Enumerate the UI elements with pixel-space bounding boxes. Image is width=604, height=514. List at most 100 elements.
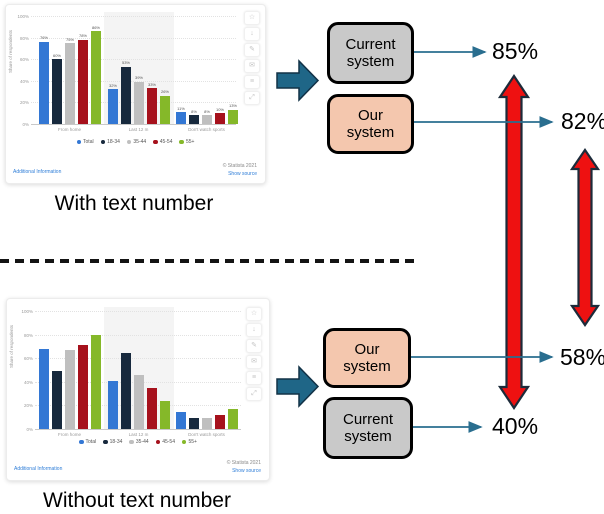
bar-18-34 [189, 418, 199, 429]
dashed-separator [0, 259, 414, 263]
y-tick-label: 0% [26, 427, 33, 432]
bar-35-44 [65, 43, 75, 124]
legend-item-45-54[interactable]: 45-54 [153, 139, 172, 145]
x-category-label: Last 12 m [128, 127, 149, 132]
y-tick-label: 80% [19, 35, 29, 41]
bar-value-label: 75% [65, 36, 74, 42]
additional-information-link[interactable]: Additional Information [13, 169, 62, 175]
show-source-link[interactable]: Show source [232, 468, 261, 474]
legend-item-Total[interactable]: Total [76, 139, 94, 145]
additional-information-link[interactable]: Additional Information [14, 466, 63, 472]
box-label-line: system [343, 358, 391, 375]
x-category-label: From home [57, 127, 81, 132]
toolbar-button[interactable]: ☆ [244, 11, 260, 25]
plot-area: 100%80%60%40%20%0%76%32%11%60%53%8%75%39… [17, 12, 238, 132]
bar-45-54 [147, 387, 157, 429]
download-icon: ↓ [252, 326, 256, 333]
toolbar-button[interactable]: ↓ [246, 323, 262, 337]
y-tick-label: 60% [23, 356, 33, 362]
y-tick-label: 100% [21, 309, 33, 314]
bar-Total [176, 112, 186, 124]
expand-icon: ⤢ [249, 94, 255, 101]
toolbar-button[interactable]: ☆ [246, 307, 262, 321]
edit-icon: ✎ [249, 46, 255, 53]
bar-Total [176, 412, 186, 429]
bar-35-44 [65, 349, 75, 429]
copyright-label: © Statista 2021 [222, 163, 257, 169]
bar-55+ [228, 109, 238, 124]
legend-item-Total[interactable]: Total [79, 439, 96, 445]
bar-35-44 [202, 418, 212, 429]
current-system-box-top: Current system [327, 22, 414, 84]
toolbar-button[interactable]: ⤢ [244, 91, 260, 105]
legend-item-55+[interactable]: 55+ [181, 439, 197, 445]
box-label-line: Our [357, 106, 383, 124]
block-arrow-top-icon [276, 59, 320, 102]
chart-footer: © Statista 2021 Show source [227, 460, 261, 474]
legend-dot-icon [179, 139, 184, 145]
toolbar-button[interactable]: ✎ [244, 43, 260, 57]
bar-value-label: 10% [215, 106, 224, 112]
chart-screenshot-without-numbers: Share of respondents 100%80%60%40%20%0%F… [6, 298, 270, 481]
caption-without-text-number: Without text number [43, 489, 231, 512]
our-system-box-bottom: Our system [323, 328, 411, 388]
gridline [35, 311, 241, 312]
block-arrow-bottom-icon [276, 365, 320, 408]
bar-18-34 [52, 371, 62, 429]
toolbar-button[interactable]: ⤢ [246, 387, 262, 401]
bar-35-44 [134, 374, 144, 429]
legend-dot-icon [126, 139, 132, 145]
box-label-line: Current [345, 35, 396, 53]
toolbar-button[interactable]: ✉ [246, 355, 262, 369]
bar-45-54 [215, 113, 225, 124]
legend-item-45-54[interactable]: 45-54 [155, 439, 175, 445]
bar-value-label: 60% [52, 52, 61, 58]
legend-label: 35-44 [135, 439, 149, 445]
legend-item-18-34[interactable]: 18-34 [103, 439, 122, 445]
toolbar-button[interactable]: ≡ [244, 75, 260, 89]
y-tick-label: 40% [19, 78, 29, 84]
edit-icon: ✎ [251, 342, 257, 349]
current-system-box-bottom: Current system [323, 397, 413, 459]
our-system-box-top: Our system [327, 94, 414, 154]
bar-55+ [160, 400, 170, 429]
legend-label: 18-34 [109, 439, 123, 445]
star-icon: ☆ [248, 14, 256, 21]
box-label-line: Our [354, 340, 380, 358]
bar-value-label: 78% [78, 33, 87, 39]
legend-item-55+[interactable]: 55+ [179, 139, 194, 145]
toolbar-button[interactable]: ↓ [244, 27, 260, 41]
toolbar-button[interactable]: ✎ [246, 339, 262, 353]
toolbar-button[interactable]: ✉ [244, 59, 260, 73]
bar-Total [108, 380, 118, 429]
legend-dot-icon [181, 439, 187, 445]
result-current-top: 85% [492, 38, 539, 64]
y-tick-label: 0% [22, 122, 29, 127]
y-axis-title: Share of respondents [9, 324, 14, 368]
result-our-top: 82% [561, 108, 604, 134]
statista-toolbar: ☆ ↓ ✎ ✉ ≡ ⤢ [246, 307, 262, 401]
legend-dot-icon [76, 139, 82, 145]
chart-legend: Total 18-34 35-44 45-54 55+ [6, 139, 265, 145]
mail-icon: ✉ [249, 62, 255, 69]
y-tick-label: 60% [19, 57, 29, 63]
legend-item-18-34[interactable]: 18-34 [100, 139, 120, 145]
legend-item-35-44[interactable]: 35-44 [129, 439, 149, 445]
bar-value-label: 8% [191, 108, 197, 114]
result-our-bottom: 58% [560, 344, 604, 370]
bar-18-34 [189, 115, 199, 124]
legend-label: 55+ [188, 439, 197, 445]
x-category-label: From home [57, 432, 81, 437]
toolbar-button[interactable]: ≡ [246, 371, 262, 385]
result-current-bottom: 40% [492, 413, 539, 439]
bar-value-label: 33% [147, 81, 156, 87]
bar-value-label: 32% [108, 82, 117, 88]
legend-item-35-44[interactable]: 35-44 [126, 139, 146, 145]
bar-Total [108, 89, 118, 124]
difference-arrow-large-icon [497, 74, 531, 410]
chart-footer: © Statista 2021 Show source [223, 163, 257, 177]
show-source-link[interactable]: Show source [228, 171, 257, 177]
bar-value-label: 26% [160, 89, 169, 95]
